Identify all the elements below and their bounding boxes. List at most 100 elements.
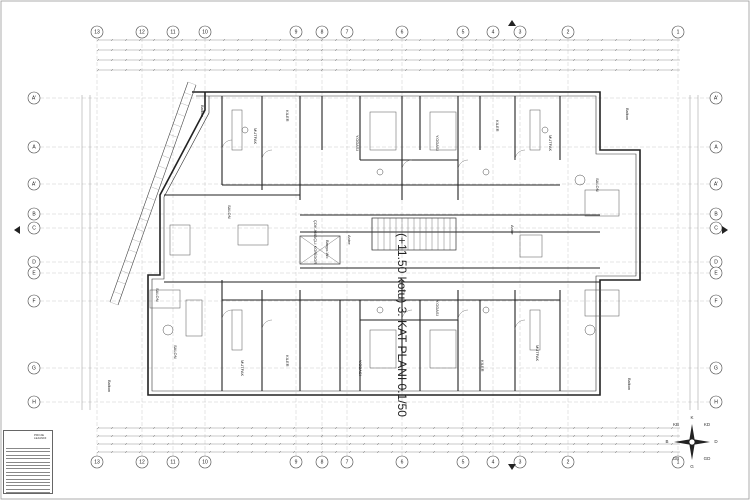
dimension-tick — [600, 450, 604, 454]
dimension-tick — [334, 48, 338, 52]
dimension-tick — [208, 48, 212, 52]
dimension-tick — [236, 450, 240, 454]
dimension-tick — [376, 48, 380, 52]
room-label: Y.ODASI — [355, 135, 360, 151]
room-label: Antre — [510, 225, 515, 235]
dimension-tick — [432, 68, 436, 72]
axis-bubble-left — [27, 207, 41, 221]
axis-bubble-bottom-label: 2 — [567, 460, 570, 466]
hatch — [180, 102, 189, 107]
fixture — [376, 168, 384, 176]
dimension-tick — [194, 38, 198, 42]
dimension-tick — [306, 58, 310, 62]
dimension-tick — [404, 434, 408, 438]
dimension-tick — [152, 58, 156, 62]
dimension-tick — [432, 442, 436, 446]
dimension-tick — [334, 68, 338, 72]
furniture — [529, 109, 541, 151]
axis-bubble-top-label: 10 — [202, 30, 208, 36]
axis-bubble-top — [456, 25, 470, 39]
room-label: Banyo-Wc — [325, 240, 330, 259]
axis-bubble-bottom-label: 11 — [170, 460, 175, 466]
dimension-tick — [208, 442, 212, 446]
dimension-tick — [432, 48, 436, 52]
dimension-tick — [194, 58, 198, 62]
dimension-tick — [264, 38, 268, 42]
dimension-tick — [376, 434, 380, 438]
dimension-tick — [152, 442, 156, 446]
door-swing — [401, 309, 413, 321]
dimension-tick — [656, 38, 660, 42]
axis-grid — [28, 38, 718, 468]
dimension-tick — [124, 58, 128, 62]
dimension-tick — [530, 426, 534, 430]
dimension-tick — [390, 68, 394, 72]
dimension-tick — [166, 450, 170, 454]
legend-row — [6, 445, 50, 449]
axis-bubble-right-label: A' — [714, 182, 718, 188]
dimension-tick — [180, 38, 184, 42]
compass-label: KD — [704, 422, 711, 427]
hatch — [135, 228, 145, 232]
door-swing — [221, 309, 233, 321]
dimension-tick — [320, 58, 324, 62]
dimension-tick — [404, 38, 408, 42]
site-boundary — [117, 84, 197, 306]
furniture — [231, 309, 243, 351]
dimension-tick — [376, 38, 380, 42]
axis-bubble-left-label: F — [32, 299, 35, 305]
axis-bubble-left — [27, 266, 41, 280]
legend-row — [6, 462, 50, 466]
dimension-tick — [96, 38, 100, 42]
axis-bubble-bottom-label: 1 — [677, 460, 680, 466]
dimension-tick — [614, 48, 618, 52]
dimension-tick — [180, 450, 184, 454]
axis-bubble-bottom — [513, 455, 527, 469]
compass-label: GB — [673, 456, 680, 461]
dimension-tick — [222, 426, 226, 430]
hatch — [184, 92, 193, 96]
legend-row — [6, 448, 50, 453]
axis-bubble-left-label: B — [32, 212, 36, 218]
furniture — [429, 329, 457, 369]
axis-bubble-top-label: 7 — [346, 30, 349, 36]
hatch — [128, 249, 137, 253]
dimension-tick — [306, 68, 310, 72]
elevator-shaft — [299, 235, 341, 265]
axis-bubble-top-label: 1 — [677, 30, 680, 36]
hatch — [169, 134, 178, 138]
dimension-tick — [208, 434, 212, 438]
dimension-tick — [124, 38, 128, 42]
dimension-tick — [194, 450, 198, 454]
dimension-tick — [278, 450, 282, 454]
dimension-tick — [418, 68, 422, 72]
hatch — [187, 81, 197, 86]
dimension-tick — [194, 434, 198, 438]
section-marker — [508, 20, 516, 26]
axis-bubble-top — [561, 25, 575, 39]
dimension-tick — [404, 442, 408, 446]
dimension-tick — [390, 38, 394, 42]
dimension-tick — [586, 434, 590, 438]
dimension-tick — [656, 450, 660, 454]
axis-bubble-bottom — [315, 455, 329, 469]
dimension-tick — [334, 58, 338, 62]
dimension-tick — [600, 68, 604, 72]
axis-bubble-right — [709, 177, 723, 191]
compass-label: D — [714, 439, 718, 444]
dimension-tick — [348, 68, 352, 72]
dimension-tick — [292, 68, 296, 72]
dimension-tick — [152, 68, 156, 72]
axis-bubble-right-label: F — [714, 299, 717, 305]
dimension-tick — [446, 68, 450, 72]
axis-bubble-bottom — [395, 455, 409, 469]
dimension-tick — [334, 434, 338, 438]
dimension-tick — [418, 48, 422, 52]
room-label: MUTFAK — [253, 128, 258, 145]
dimension-tick — [306, 38, 310, 42]
dimension-tick — [502, 68, 506, 72]
dimension-tick — [446, 434, 450, 438]
dimension-tick — [124, 450, 128, 454]
